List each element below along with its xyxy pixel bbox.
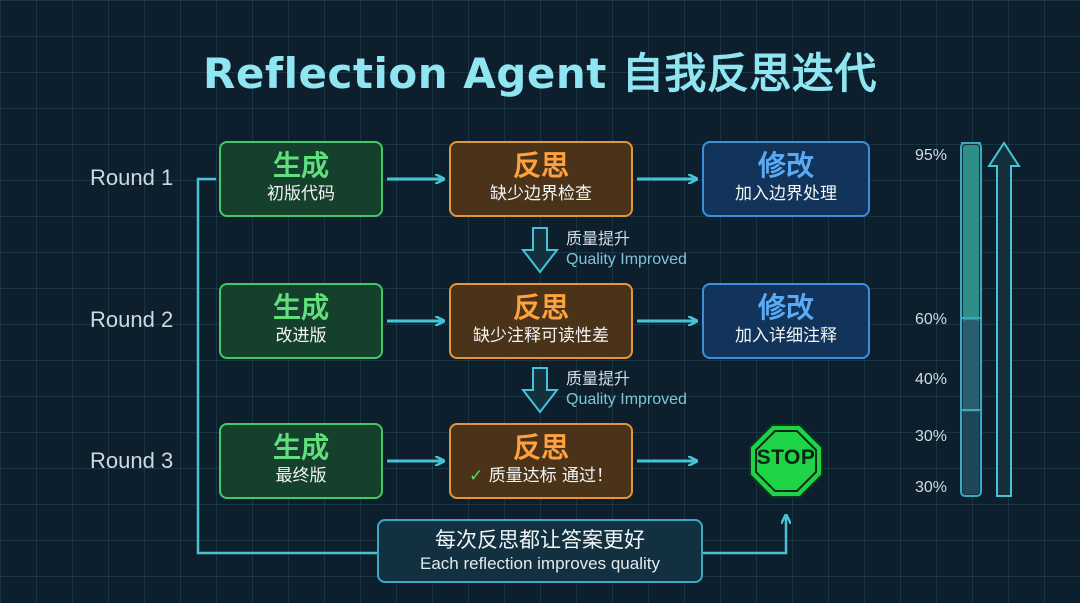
- generate-heading: 生成: [272, 291, 329, 324]
- quality-improved-2: 质量提升 Quality Improved: [566, 370, 687, 410]
- generate-detail: 最终版: [275, 466, 327, 486]
- generate-heading: 生成: [272, 149, 329, 182]
- modify-detail: 加入边界处理: [735, 184, 837, 204]
- modify-heading: 修改: [757, 149, 814, 182]
- meter-label-60: 60%: [915, 311, 948, 328]
- modify-heading: 修改: [757, 291, 814, 324]
- round-2-label: Round 2: [90, 307, 174, 332]
- round-2-generate-box: 生成 改进版: [219, 283, 383, 359]
- stop-sign-shape: [749, 424, 823, 498]
- down-arrow-1: [520, 227, 560, 274]
- feedback-line: [196, 177, 377, 555]
- round-1-modify-box: 修改 加入边界处理: [702, 141, 870, 217]
- meter-label-95: 95%: [915, 147, 948, 164]
- reflect-detail: 缺少边界检查: [490, 184, 592, 204]
- page-title: Reflection Agent 自我反思迭代: [203, 49, 877, 98]
- stop-sign-label: STOP: [756, 446, 816, 469]
- generate-heading: 生成: [272, 431, 329, 464]
- round-3-label: Round 3: [90, 448, 174, 473]
- meter-label-30b: 30%: [915, 479, 948, 496]
- summary-box: 每次反思都让答案更好 Each reflection improves qual…: [377, 519, 703, 583]
- quality-improved-1: 质量提升 Quality Improved: [566, 230, 687, 270]
- reflect-heading: 反思: [512, 431, 569, 464]
- meter-fill-40: [963, 412, 979, 494]
- meter-label-30a: 30%: [915, 428, 948, 445]
- round-2-modify-box: 修改 加入详细注释: [702, 283, 870, 359]
- generate-detail: 改进版: [275, 326, 327, 346]
- reflect-detail-row: ✓ 质量达标 通过！: [451, 465, 631, 487]
- reflect-heading: 反思: [512, 149, 569, 182]
- round-1-label: Round 1: [90, 165, 174, 190]
- round-3-generate-box: 生成 最终版: [219, 423, 383, 499]
- reflect-detail: 质量达标 通过！: [488, 466, 614, 486]
- modify-detail: 加入详细注释: [735, 326, 837, 346]
- down-arrow-2: [520, 367, 560, 414]
- quality-improved-zh: 质量提升: [566, 371, 631, 388]
- round-3-reflect-box: 反思 ✓ 质量达标 通过！: [449, 423, 633, 499]
- summary-en: Each reflection improves quality: [419, 554, 660, 573]
- quality-improved-en: Quality Improved: [566, 251, 687, 268]
- summary-zh: 每次反思都让答案更好: [435, 528, 645, 552]
- arrow-to-stop: [703, 516, 786, 555]
- quality-up-arrow: [987, 141, 1021, 497]
- reflect-heading: 反思: [512, 291, 569, 324]
- round-1-generate-box: 生成 初版代码: [219, 141, 383, 217]
- reflect-detail: 缺少注释可读性差: [473, 326, 609, 346]
- round-1-reflect-box: 反思 缺少边界检查: [449, 141, 633, 217]
- quality-improved-en: Quality Improved: [566, 391, 687, 408]
- meter-label-40: 40%: [915, 371, 948, 388]
- generate-detail: 初版代码: [267, 184, 335, 204]
- check-icon: ✓: [468, 466, 484, 486]
- round-2-reflect-box: 反思 缺少注释可读性差: [449, 283, 633, 359]
- quality-improved-zh: 质量提升: [566, 231, 631, 248]
